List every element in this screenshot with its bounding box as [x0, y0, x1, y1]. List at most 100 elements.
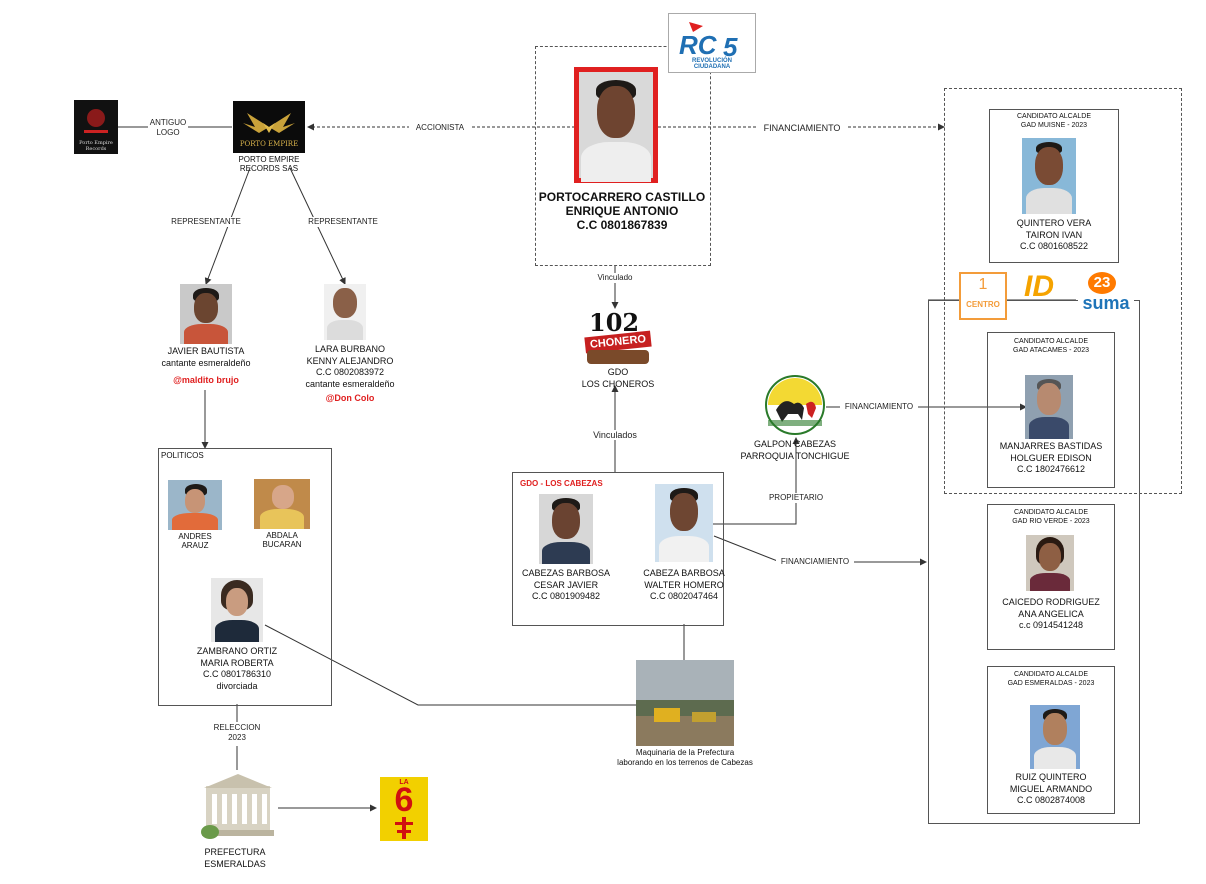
svg-text:5: 5: [723, 32, 738, 62]
candidate-card: CANDIDATO ALCALDE GAD RIO VERDE - 2023 C…: [987, 504, 1115, 650]
edge-label-reeleccion: RELECCION 2023: [207, 723, 267, 743]
walter-name2: WALTER HOMERO: [644, 579, 724, 590]
cesar-id: C.C 0801909482: [531, 591, 601, 601]
centro-number: 1: [978, 276, 988, 293]
edge-label-antiguo: ANTIGUO LOGO: [148, 118, 188, 138]
svg-text:Porto Empire: Porto Empire: [79, 140, 113, 146]
lara-caption: LARA BURBANO KENNY ALEJANDRO C.C 0802083…: [280, 344, 420, 405]
maquinaria-photo: [636, 660, 734, 746]
candidate-photo: [1030, 705, 1080, 769]
lara-handle: @Don Colo: [325, 393, 375, 403]
candidate-name2: TAIRON IVAN: [1025, 229, 1083, 240]
zambrano-id: C.C 0801786310: [202, 669, 272, 679]
party-candidates-box: [928, 300, 1140, 824]
porto-empire-name2: RECORDS SAS: [239, 164, 299, 173]
building-icon: [201, 774, 274, 839]
main-person-photo: [574, 67, 658, 183]
lara-id: C.C 0802083972: [315, 367, 385, 377]
zambrano-status: divorciada: [216, 680, 258, 691]
abdala-photo: [254, 479, 310, 529]
edge-label-propietario: PROPIETARIO: [760, 493, 832, 503]
zambrano-photo: [211, 578, 263, 642]
galpon-logo: [764, 374, 826, 436]
candidate-photo: [1026, 535, 1074, 591]
main-person-caption: PORTOCARRERO CASTILLO ENRIQUE ANTONIO C.…: [522, 190, 722, 232]
candidate-name1: RUIZ QUINTERO: [1015, 772, 1087, 782]
candidate-id: C.C 0801608522: [1019, 241, 1089, 251]
cesar-name1: CABEZAS BARBOSA: [521, 568, 611, 578]
candidate-card: CANDIDATO ALCALDE GAD ESMERALDAS - 2023 …: [987, 666, 1115, 814]
main-person-box: [535, 46, 711, 266]
zambrano-name2: MARIA ROBERTA: [200, 657, 274, 668]
walter-name1: CABEZA BARBOSA: [643, 568, 725, 578]
javier-desc: cantante esmeraldeño: [161, 357, 251, 368]
centro-logo: 1 CENTRO: [959, 272, 1007, 320]
candidate-name2: MIGUEL ARMANDO: [1009, 783, 1093, 794]
abdala-name1: ABDALA: [266, 531, 298, 540]
edge-label-accionista: ACCIONISTA: [409, 123, 471, 133]
porto-empire-name1: PORTO EMPIRE: [238, 155, 300, 164]
zambrano-name1: ZAMBRANO ORTIZ: [196, 646, 278, 656]
reeleccion-line2: 2023: [228, 733, 246, 742]
candidate-header1: CANDIDATO ALCALDE: [1013, 338, 1089, 345]
candidate-card: CANDIDATO ALCALDE GAD ATACAMES - 2023 MA…: [987, 332, 1115, 488]
candidate-header2: GAD RIO VERDE - 2023: [1012, 518, 1090, 525]
svg-text:RC: RC: [679, 30, 718, 60]
antiguo-line2: LOGO: [156, 128, 180, 137]
andres-name2: ARAUZ: [181, 541, 209, 550]
id-logo: ID: [1024, 270, 1054, 303]
abdala-name2: BUCARAN: [262, 540, 302, 549]
candidate-header1: CANDIDATO ALCALDE: [1013, 509, 1089, 516]
walter-photo: [655, 484, 713, 562]
rc5-text1: REVOLUCIÓN: [691, 58, 732, 64]
edge-label-representante-2: REPRESENTANTE: [303, 217, 383, 227]
walter-id: C.C 0802047464: [649, 591, 719, 601]
choneros-gdo: GDO: [607, 367, 629, 377]
javier-name: JAVIER BAUTISTA: [167, 346, 245, 356]
porto-empire-caption: PORTO EMPIRE RECORDS SAS: [219, 155, 319, 173]
choneros-logo-number: 102: [589, 308, 640, 337]
javier-handle: @maldito brujo: [173, 375, 239, 385]
candidate-id: C.C 1802476612: [1016, 464, 1086, 474]
edge-label-financiamiento-walter: FINANCIAMIENTO: [776, 557, 854, 567]
wings-icon: PORTO EMPIRE: [240, 113, 298, 148]
antiguo-line1: ANTIGUO: [149, 118, 187, 127]
porto-empire-logo: PORTO EMPIRE: [233, 101, 305, 153]
main-name-line2: ENRIQUE ANTONIO: [565, 204, 679, 218]
andres-caption: ANDRES ARAUZ: [160, 532, 230, 550]
la6-number: 6: [394, 781, 414, 819]
lara-photo: [324, 284, 366, 340]
choneros-logo-base: [587, 350, 649, 364]
rc5-icon: RC 5: [679, 22, 738, 62]
galpon-name1: GALPON CABEZAS: [753, 439, 837, 449]
galpon-icon: [765, 375, 825, 435]
abdala-caption: ABDALA BUCARAN: [247, 531, 317, 549]
suma-number: 23: [1088, 272, 1116, 294]
politicos-box: [158, 448, 332, 706]
old-logo: Porto Empire Records: [74, 100, 118, 154]
porto-empire-logo-text: PORTO EMPIRE: [240, 140, 298, 148]
edge-zambrano-maquinaria: [264, 624, 636, 706]
la6-logo: LA 6: [380, 777, 428, 841]
candidate-name2: ANA ANGELICA: [1018, 608, 1084, 619]
choneros-caption: GDO LOS CHONEROS: [570, 367, 666, 390]
walter-caption: CABEZA BARBOSA WALTER HOMERO C.C 0802047…: [628, 568, 740, 603]
candidate-photo: [1025, 375, 1073, 439]
javier-caption: JAVIER BAUTISTA cantante esmeraldeño @ma…: [136, 346, 276, 387]
suma-text: suma: [1082, 293, 1130, 313]
maquinaria-line1: Maquinaria de la Prefectura: [635, 748, 735, 757]
edge-label-financiamiento-galpon: FINANCIAMIENTO: [840, 402, 918, 412]
candidate-name1: CAICEDO RODRIGUEZ: [1002, 597, 1100, 607]
galpon-caption: GALPON CABEZAS PARROQUIA TONCHIGUE: [735, 439, 855, 462]
andres-name1: ANDRES: [178, 532, 212, 541]
javier-photo: [180, 284, 232, 344]
choneros-logo: 102 CHONERO: [581, 310, 655, 364]
maquinaria-caption: Maquinaria de la Prefectura laborando en…: [606, 748, 764, 768]
andres-photo: [168, 480, 222, 530]
lara-name2: KENNY ALEJANDRO: [306, 355, 394, 366]
zambrano-caption: ZAMBRANO ORTIZ MARIA ROBERTA C.C 0801786…: [167, 646, 307, 692]
candidate-card: CANDIDATO ALCALDE GAD MUISNE - 2023 QUIN…: [989, 109, 1119, 263]
candidate-header2: GAD ESMERALDAS - 2023: [1007, 680, 1095, 687]
la6-emblem-icon: [395, 817, 413, 839]
